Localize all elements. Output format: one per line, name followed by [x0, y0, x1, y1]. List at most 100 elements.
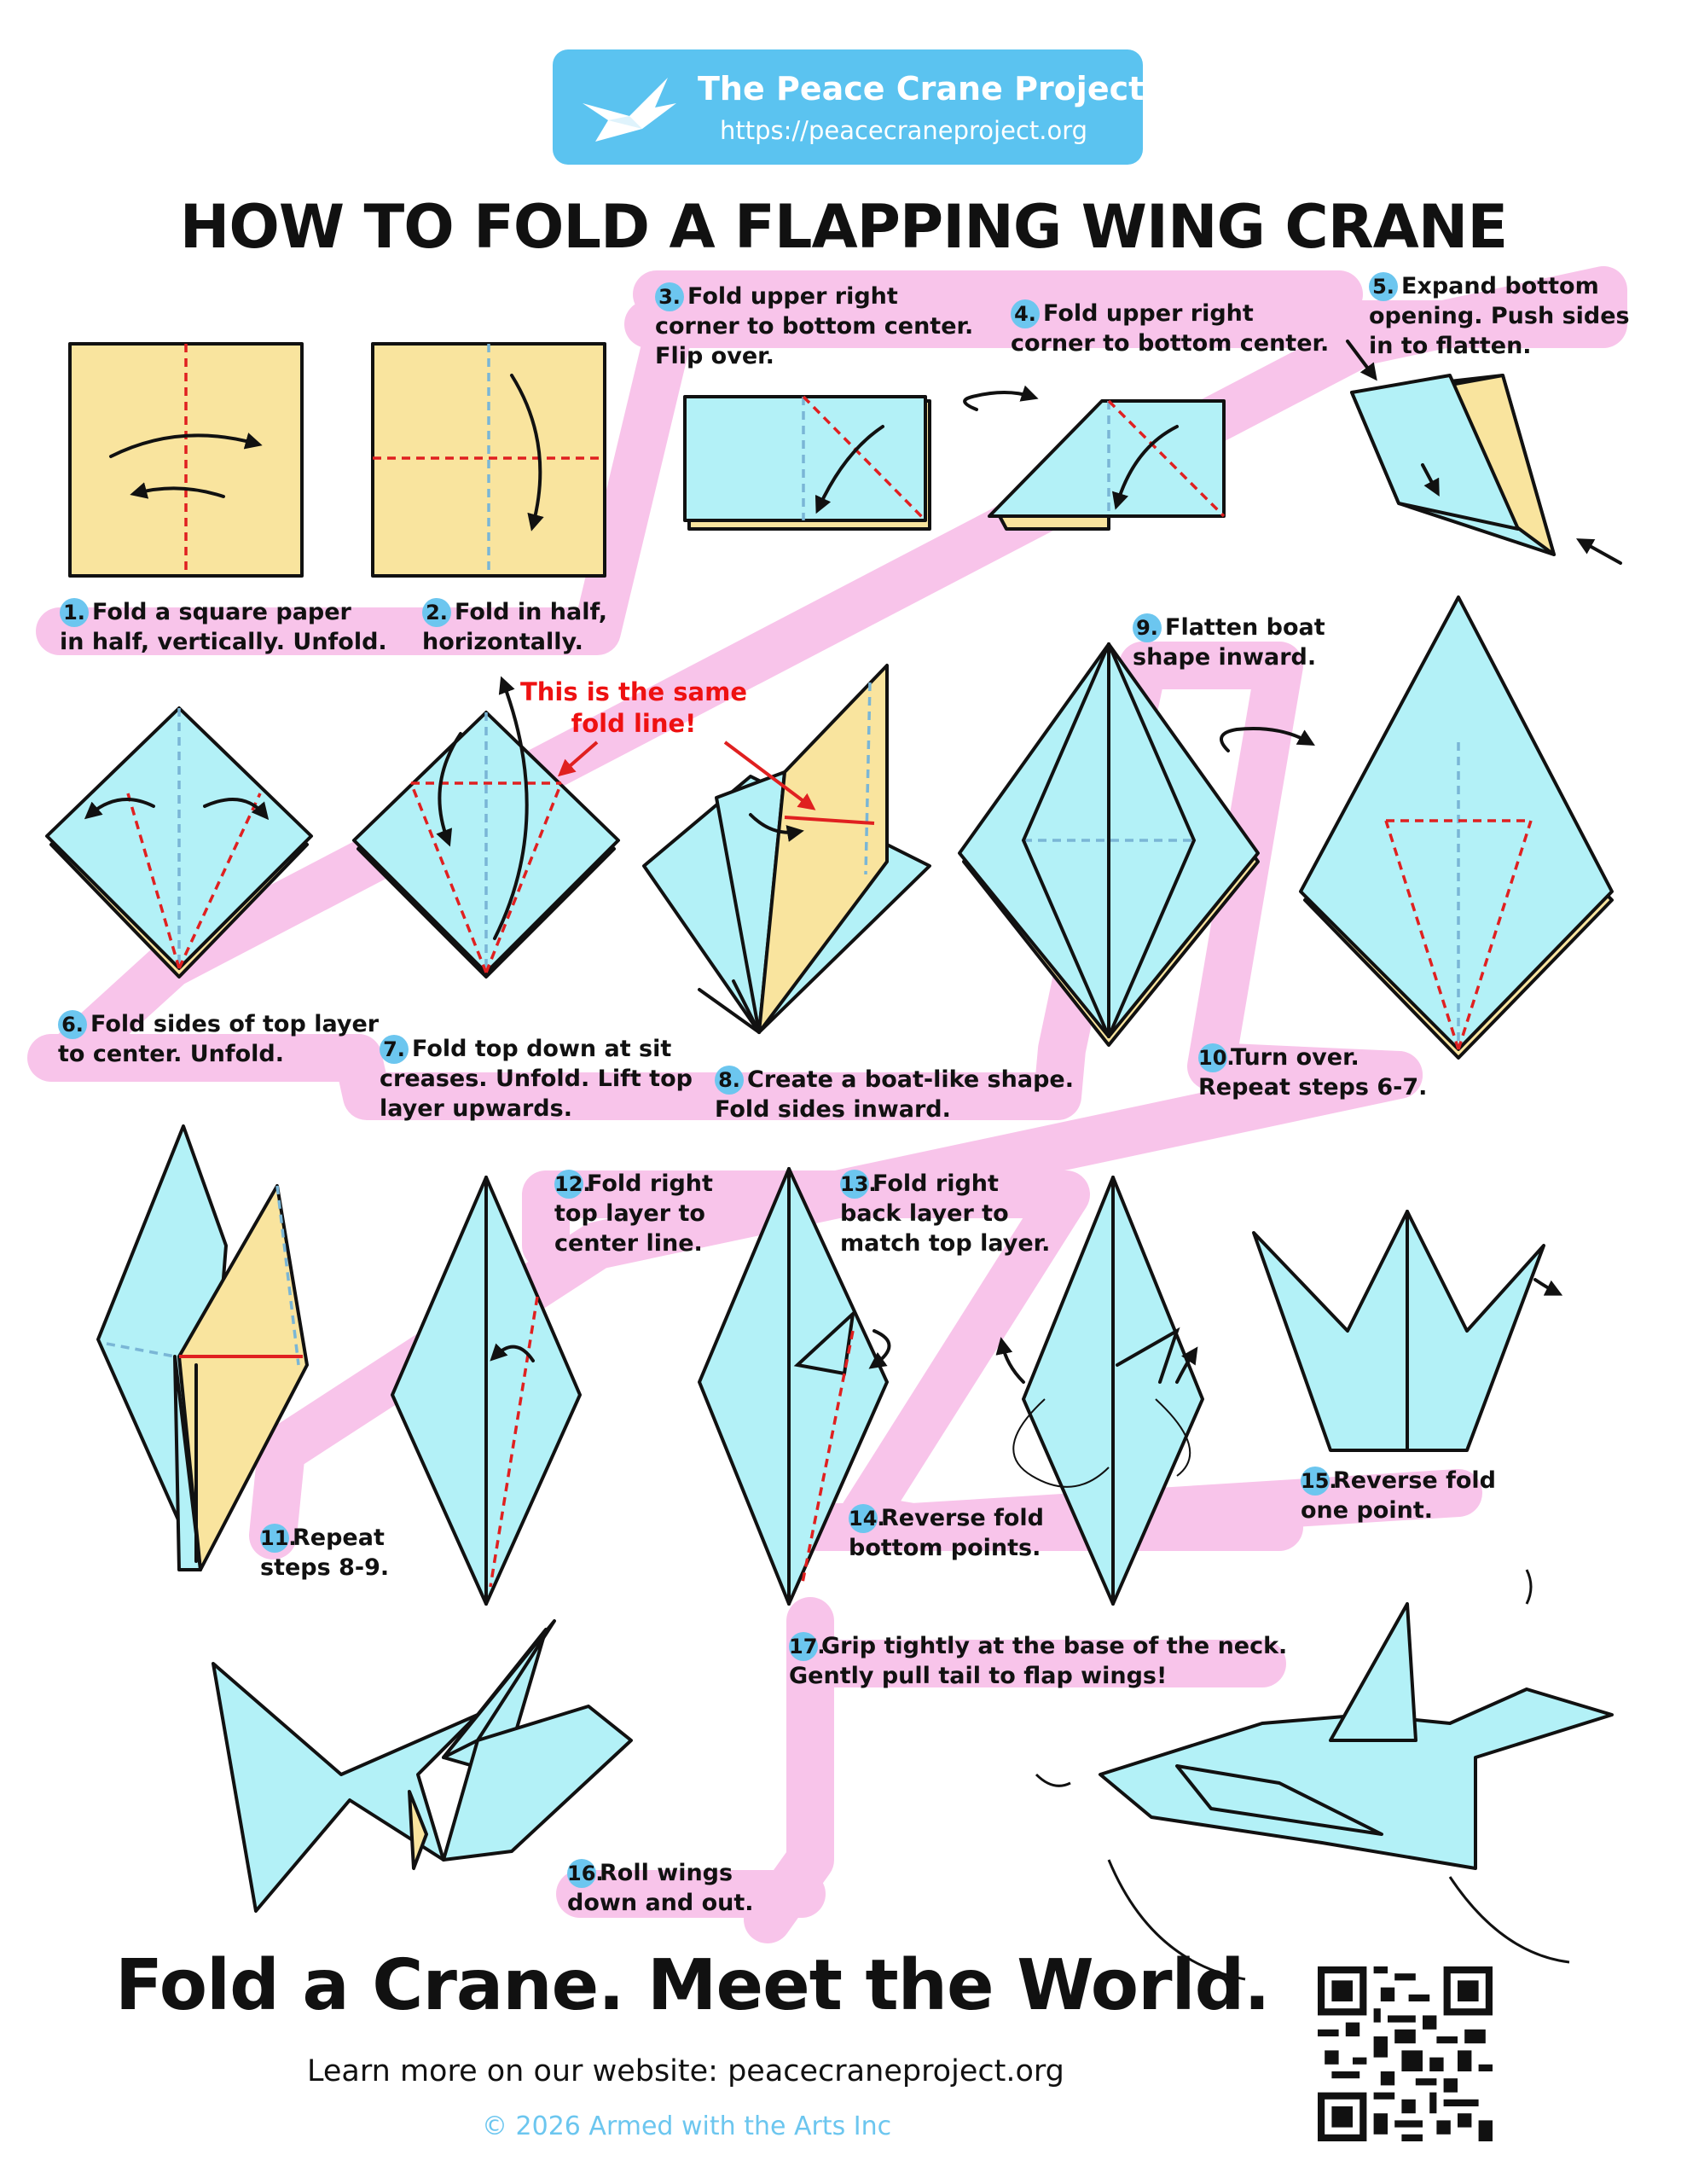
step-line: bottom points.: [849, 1535, 1041, 1561]
step-line: down and out.: [567, 1890, 754, 1916]
header-banner[interactable]: The Peace Crane Project https://peacecra…: [553, 49, 1145, 165]
learn-more-text[interactable]: Learn more on our website: peacecranepro…: [307, 2054, 1064, 2088]
step-line: Reverse fold: [881, 1505, 1044, 1531]
step-line: Fold upper right: [1043, 300, 1254, 327]
org-url[interactable]: https://peacecraneproject.org: [720, 116, 1088, 145]
step-line: Gently pull tail to flap wings!: [789, 1663, 1168, 1689]
step-15: 15.Reverse fold one point.: [1301, 1466, 1496, 1525]
note-line: fold line!: [571, 709, 697, 738]
step-line: creases. Unfold. Lift top: [380, 1066, 693, 1092]
step-10-diagram: [1299, 595, 1614, 1060]
step-line: shape inward.: [1133, 644, 1317, 671]
step-number: 5.: [1369, 272, 1398, 301]
step-number: 3.: [655, 282, 684, 311]
step-line: steps 8-9.: [260, 1554, 390, 1581]
step-line: in to flatten.: [1369, 333, 1532, 359]
step-16: 16.Roll wings down and out.: [567, 1858, 754, 1918]
step-1: 1.Fold a square paper in half, verticall…: [60, 597, 387, 657]
step-3-diagram: [683, 395, 931, 531]
step-1-diagram: [68, 342, 304, 578]
step-line: Grip tightly at the base of the neck.: [821, 1633, 1288, 1659]
step-number: 4.: [1011, 299, 1040, 328]
step-line: Flip over.: [655, 343, 774, 369]
step-16-diagram: [212, 1619, 633, 1913]
step-number: 9.: [1133, 613, 1162, 642]
step-line: Fold right: [587, 1170, 713, 1197]
step-number: 8.: [715, 1066, 744, 1095]
tagline: Fold a Crane. Meet the World.: [115, 1945, 1270, 2026]
same-fold-line-pointers: [557, 741, 816, 810]
step-number: 2.: [422, 598, 451, 627]
page-title: HOW TO FOLD A FLAPPING WING CRANE: [179, 192, 1508, 262]
step-line: Fold in half,: [455, 599, 607, 625]
step-line: to center. Unfold.: [58, 1041, 285, 1067]
step-number: 7.: [380, 1035, 409, 1064]
step-13-diagram: [698, 1167, 891, 1606]
step-line: Repeat: [293, 1525, 385, 1551]
step-line: Flatten boat: [1165, 614, 1325, 641]
step-17: 17.Grip tightly at the base of the neck.…: [789, 1631, 1287, 1691]
step-line: Fold sides inward.: [715, 1096, 951, 1123]
step-8: 8.Create a boat-like shape. Fold sides i…: [715, 1065, 1074, 1124]
step-line: Turn over.: [1231, 1044, 1359, 1071]
step-9: 9.Flatten boat shape inward.: [1133, 613, 1325, 672]
step-number: 14.: [849, 1504, 885, 1533]
step-line: one point.: [1301, 1497, 1433, 1524]
step-14: 14.Reverse fold bottom points.: [849, 1503, 1044, 1563]
step-line: Repeat steps 6-7.: [1198, 1074, 1428, 1101]
step-8-diagram: [642, 664, 931, 1034]
copyright: © 2026 Armed with the Arts Inc: [482, 2111, 892, 2141]
step-4-diagram: [963, 385, 1226, 531]
step-2-diagram: [371, 342, 606, 578]
step-line: Fold right: [872, 1170, 999, 1197]
step-5-diagram: [1346, 340, 1622, 565]
step-number: 16.: [567, 1859, 604, 1888]
step-line: top layer to: [554, 1200, 705, 1227]
step-line: in half, vertically. Unfold.: [60, 629, 387, 655]
step-line: Reverse fold: [1333, 1467, 1496, 1494]
qr-code-icon[interactable]: [1318, 1966, 1493, 2141]
step-11: 11.Repeat steps 8-9.: [260, 1523, 389, 1583]
step-line: match top layer.: [840, 1230, 1051, 1257]
step-7: 7.Fold top down at sit creases. Unfold. …: [380, 1034, 693, 1124]
note-line: This is the same: [520, 677, 748, 706]
step-number: 15.: [1301, 1467, 1337, 1496]
step-line: Create a boat-like shape.: [747, 1066, 1074, 1093]
step-13: 13.Fold right back layer to match top la…: [840, 1169, 1050, 1258]
step-6-diagram: [45, 706, 313, 979]
step-line: Expand bottom: [1401, 273, 1599, 299]
step-line: back layer to: [840, 1200, 1009, 1227]
step-14-diagram: [995, 1176, 1204, 1606]
step-line: layer upwards.: [380, 1095, 572, 1122]
step-3: 3.Fold upper right corner to bottom cent…: [655, 282, 973, 371]
step-number: 10.: [1198, 1043, 1235, 1072]
step-line: Fold top down at sit: [412, 1036, 672, 1062]
step-line: Fold a square paper: [92, 599, 351, 625]
step-line: horizontally.: [422, 629, 583, 655]
org-name: The Peace Crane Project: [698, 70, 1145, 107]
step-10: 10.Turn over. Repeat steps 6-7.: [1198, 1043, 1427, 1102]
step-5: 5.Expand bottom opening. Push sides in t…: [1369, 271, 1630, 361]
step-number: 1.: [60, 598, 89, 627]
crane-logo-icon: [583, 78, 676, 142]
step-7-diagram: [352, 676, 620, 979]
step-line: opening. Push sides: [1369, 303, 1630, 329]
step-line: corner to bottom center.: [1011, 330, 1330, 357]
step-number: 6.: [58, 1010, 87, 1039]
step-17-diagram: [1035, 1569, 1614, 1981]
step-line: Roll wings: [600, 1860, 733, 1886]
step-4: 4.Fold upper right corner to bottom cent…: [1011, 299, 1329, 358]
step-line: center line.: [554, 1230, 703, 1257]
step-number: 12.: [554, 1170, 591, 1199]
step-number: 13.: [840, 1170, 877, 1199]
step-number: 17.: [789, 1632, 826, 1661]
step-2: 2.Fold in half, horizontally.: [422, 597, 607, 657]
step-12: 12.Fold right top layer to center line.: [554, 1169, 713, 1258]
step-11-diagram: [96, 1124, 309, 1571]
step-9-diagram: [958, 642, 1315, 1047]
same-fold-line-note: This is the same fold line!: [520, 677, 747, 740]
step-line: Fold sides of top layer: [90, 1011, 380, 1037]
step-12-diagram: [391, 1176, 582, 1606]
step-line: corner to bottom center.: [655, 313, 974, 340]
